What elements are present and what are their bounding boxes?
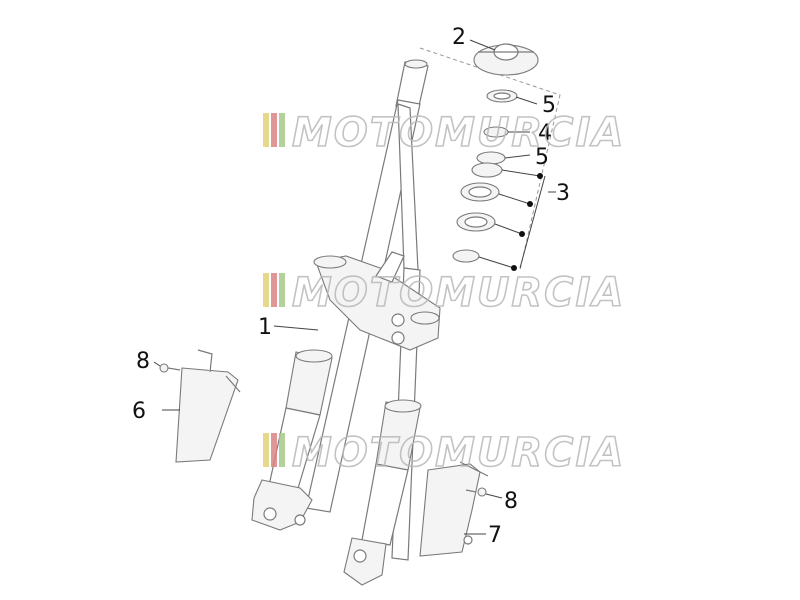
callout-1: 1: [258, 315, 272, 340]
right-cover-screw: [465, 487, 487, 497]
callout-2: 2: [452, 25, 466, 50]
callout-3: 3: [556, 181, 570, 206]
leader-lines: [153, 39, 556, 535]
right-fork-cover: [419, 461, 489, 557]
callout-5-upper: 5: [542, 93, 556, 118]
bearing-cup-lower: [452, 249, 480, 263]
callout-7: 7: [488, 523, 502, 548]
right-fork-slider: [343, 399, 422, 586]
steering-top-nut: [473, 43, 539, 76]
watermark-bottom: MOTOMURCIA: [263, 429, 625, 477]
lock-ring-upper: [486, 89, 518, 103]
watermark-text: MOTOMURCIA: [292, 430, 625, 476]
callout-4: 4: [538, 121, 552, 146]
left-cover-screw: [159, 363, 181, 373]
steering-guide-bracket: [419, 47, 561, 271]
callout-8-right: 8: [504, 489, 518, 514]
bearing-cup-upper: [471, 162, 503, 178]
leader-dots: [511, 173, 543, 271]
left-fork-cover: [175, 349, 241, 463]
watermark-top: MOTOMURCIA: [263, 109, 625, 157]
bearing-upper: [460, 182, 500, 202]
watermark-middle: MOTOMURCIA: [263, 269, 625, 317]
left-fork-slider: [251, 349, 333, 531]
watermark-text: MOTOMURCIA: [292, 110, 625, 156]
bearing-lower: [456, 212, 496, 232]
callout-8-left: 8: [136, 349, 150, 374]
callout-6: 6: [132, 399, 146, 424]
watermark-text: MOTOMURCIA: [292, 270, 625, 316]
steering-yoke: [313, 251, 441, 351]
callout-5-lower: 5: [535, 145, 549, 170]
